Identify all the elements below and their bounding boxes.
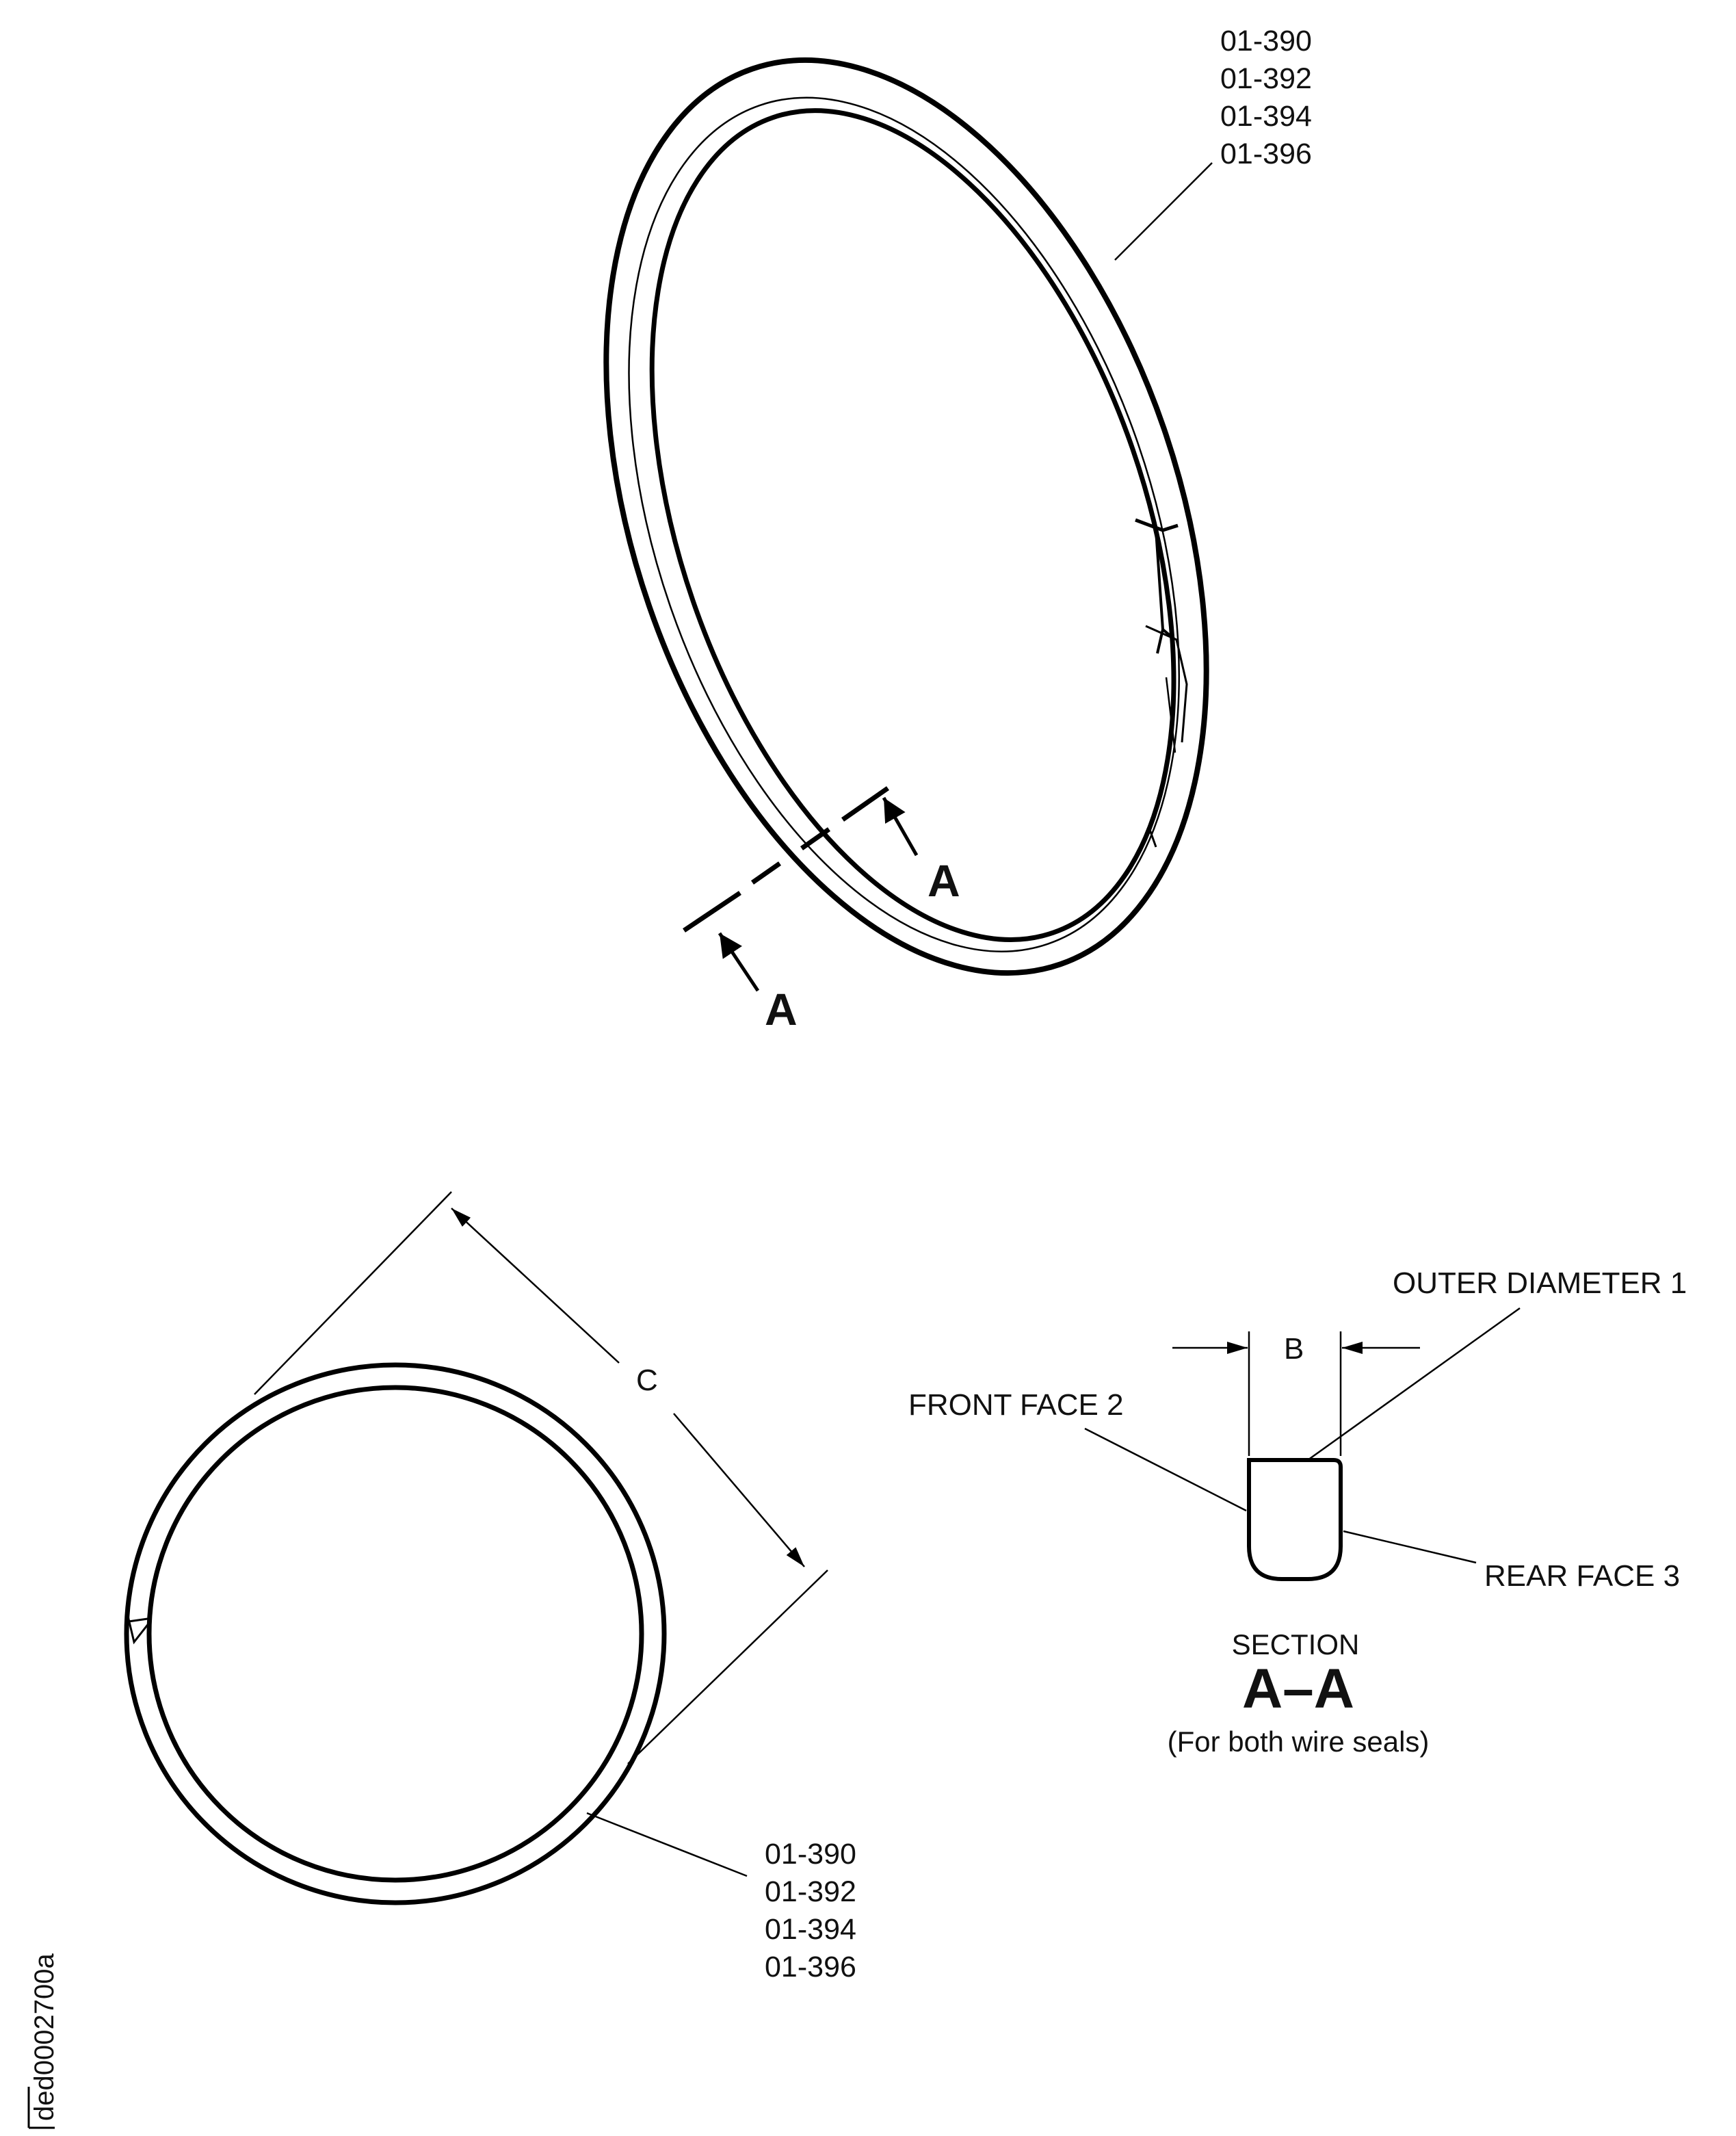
dimension-b-label: B <box>1284 1332 1304 1366</box>
figure-id-text: ded0002700a <box>29 1953 60 2121</box>
section-profile <box>1247 1458 1343 1581</box>
perspective-ring-view: A A 01-390 01-392 01-394 01-396 <box>603 25 1312 1034</box>
top-part-leader <box>1114 162 1213 261</box>
top-part-number: 01-392 <box>1220 62 1312 95</box>
bottom-part-number: 01-396 <box>765 1951 856 1983</box>
section-caption-note: (For both wire seals) <box>1168 1725 1430 1758</box>
bottom-part-number: 01-392 <box>765 1875 856 1908</box>
plan-ring-outer <box>124 1362 667 1905</box>
bottom-part-number: 01-390 <box>765 1838 856 1871</box>
plan-ring-view: C 01-390 01-392 01-394 01-396 <box>124 1191 856 1983</box>
plan-ring-inner <box>146 1385 644 1883</box>
top-part-number: 01-394 <box>1220 100 1312 133</box>
bottom-part-number: 01-394 <box>765 1913 856 1946</box>
figure-id-corner-mark <box>27 2087 55 2129</box>
section-marker-upper: A <box>928 855 960 906</box>
top-part-number-list: 01-390 01-392 01-394 01-396 <box>1220 25 1312 170</box>
dimension-c-arrow-lower <box>673 1413 805 1567</box>
section-arrow-upper <box>882 796 919 857</box>
outer-diameter-callout: OUTER DIAMETER 1 <box>1393 1266 1687 1300</box>
rear-face-leader <box>1343 1530 1477 1564</box>
rear-face-callout: REAR FACE 3 <box>1484 1559 1680 1593</box>
section-caption-name: A–A <box>1242 1658 1354 1720</box>
ring-inner-edge <box>649 108 1176 942</box>
section-arrow-lower <box>718 932 760 992</box>
section-a-a-view: B OUTER DIAMETER 1 FRONT FACE 2 REAR FAC… <box>908 1266 1687 1758</box>
ring-outer-edge <box>603 57 1209 976</box>
section-marker-lower: A <box>765 984 798 1034</box>
section-cut-line <box>683 786 890 933</box>
front-face-leader <box>1084 1427 1247 1512</box>
ring-gap-joint <box>1135 518 1188 848</box>
top-part-number: 01-396 <box>1220 138 1312 170</box>
bottom-part-number-list: 01-390 01-392 01-394 01-396 <box>765 1838 856 1983</box>
front-face-callout: FRONT FACE 2 <box>908 1388 1124 1422</box>
plan-ring-gap <box>126 1613 150 1645</box>
ring-face-edge <box>628 96 1180 952</box>
bottom-part-leader <box>586 1812 748 1877</box>
dimension-c-extension-upper <box>254 1191 452 1395</box>
dimension-c-line <box>457 1222 487 1336</box>
section-caption-word: SECTION <box>1232 1628 1360 1660</box>
dimension-c-label: C <box>636 1364 658 1397</box>
figure-id: ded0002700a <box>27 1953 60 2129</box>
dimension-c-extension-lower <box>627 1570 828 1764</box>
outer-diameter-leader <box>1307 1307 1521 1461</box>
dimension-c-arrow-upper <box>451 1208 620 1364</box>
top-part-number: 01-390 <box>1220 25 1312 57</box>
